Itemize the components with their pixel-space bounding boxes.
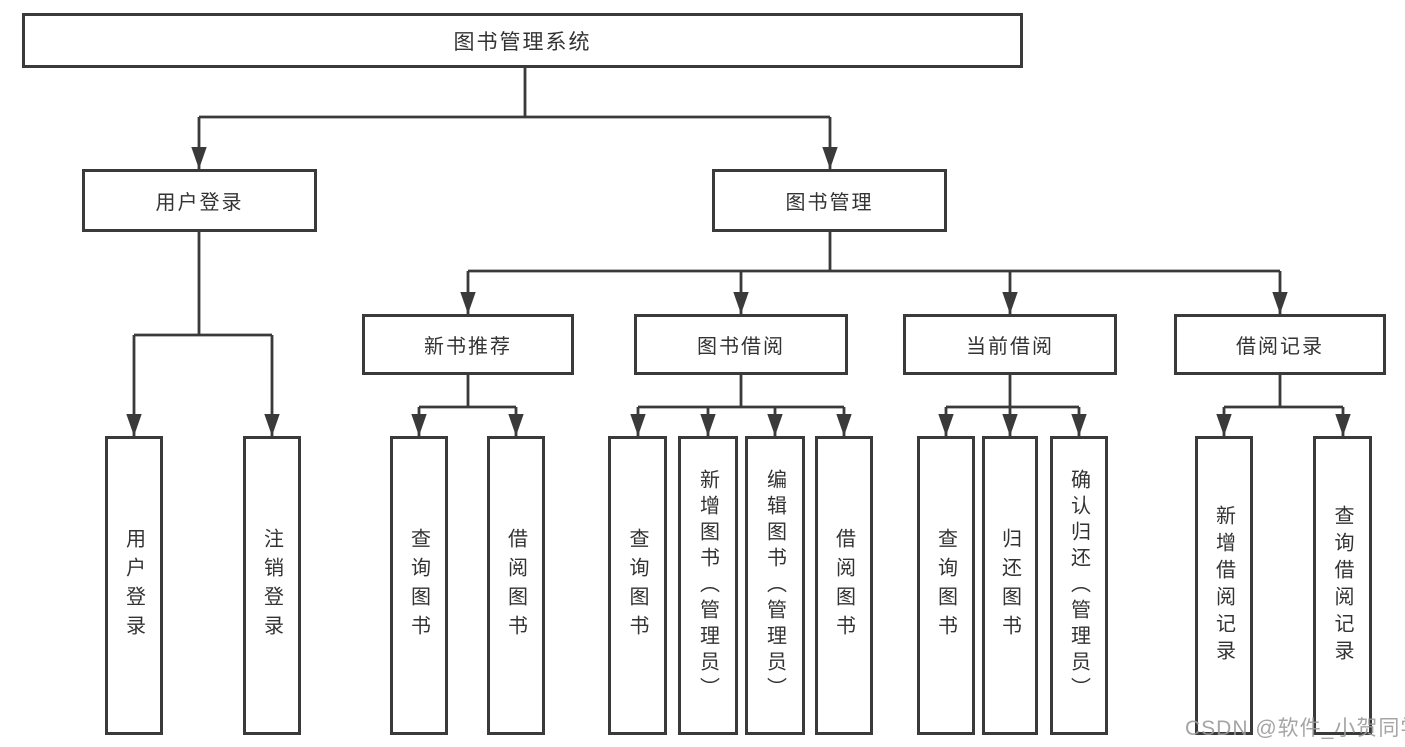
connector-borrow-records-branch [1216, 375, 1351, 436]
node-book-borrow: 图书借阅 [634, 314, 848, 375]
leaf-query-borrow-record: 查询借阅记录 [1313, 436, 1372, 735]
leaf-query-book-borrow: 查询图书 [608, 436, 667, 735]
leaf-query-book-current: 查询图书 [917, 436, 975, 735]
node-borrow-records: 借阅记录 [1174, 314, 1386, 375]
connector-book-borrow-branch [630, 375, 852, 436]
connector-current-borrow-branch [938, 375, 1087, 436]
connector-new-book-recommend-branch [411, 375, 524, 436]
leaf-query-book-recommend: 查询图书 [390, 436, 448, 735]
node-book-management: 图书管理 [712, 169, 947, 232]
leaf-logout: 注销登录 [243, 436, 301, 735]
leaf-borrow-book-recommend: 借阅图书 [487, 436, 545, 735]
leaf-edit-book-admin: 编辑图书（管理员） [745, 436, 805, 735]
leaf-return-book: 归还图书 [982, 436, 1038, 735]
leaf-add-borrow-record: 新增借阅记录 [1195, 436, 1253, 735]
leaf-add-book-admin: 新增图书（管理员） [678, 436, 738, 735]
node-user-login: 用户登录 [82, 169, 317, 232]
leaf-confirm-return-admin: 确认归还（管理员） [1050, 436, 1108, 735]
leaf-user-login: 用户登录 [105, 436, 163, 735]
connector-user-login-branch [126, 232, 280, 436]
connector-root-to-level2 [191, 68, 838, 169]
node-current-borrow: 当前借阅 [903, 314, 1117, 375]
node-root: 图书管理系统 [22, 13, 1023, 68]
csdn-watermark: CSDN @软件_小贺同学 [1185, 717, 1405, 740]
connector-book-management-branch [460, 232, 1288, 314]
leaf-borrow-book: 借阅图书 [815, 436, 873, 735]
node-new-book-recommend: 新书推荐 [362, 314, 574, 375]
